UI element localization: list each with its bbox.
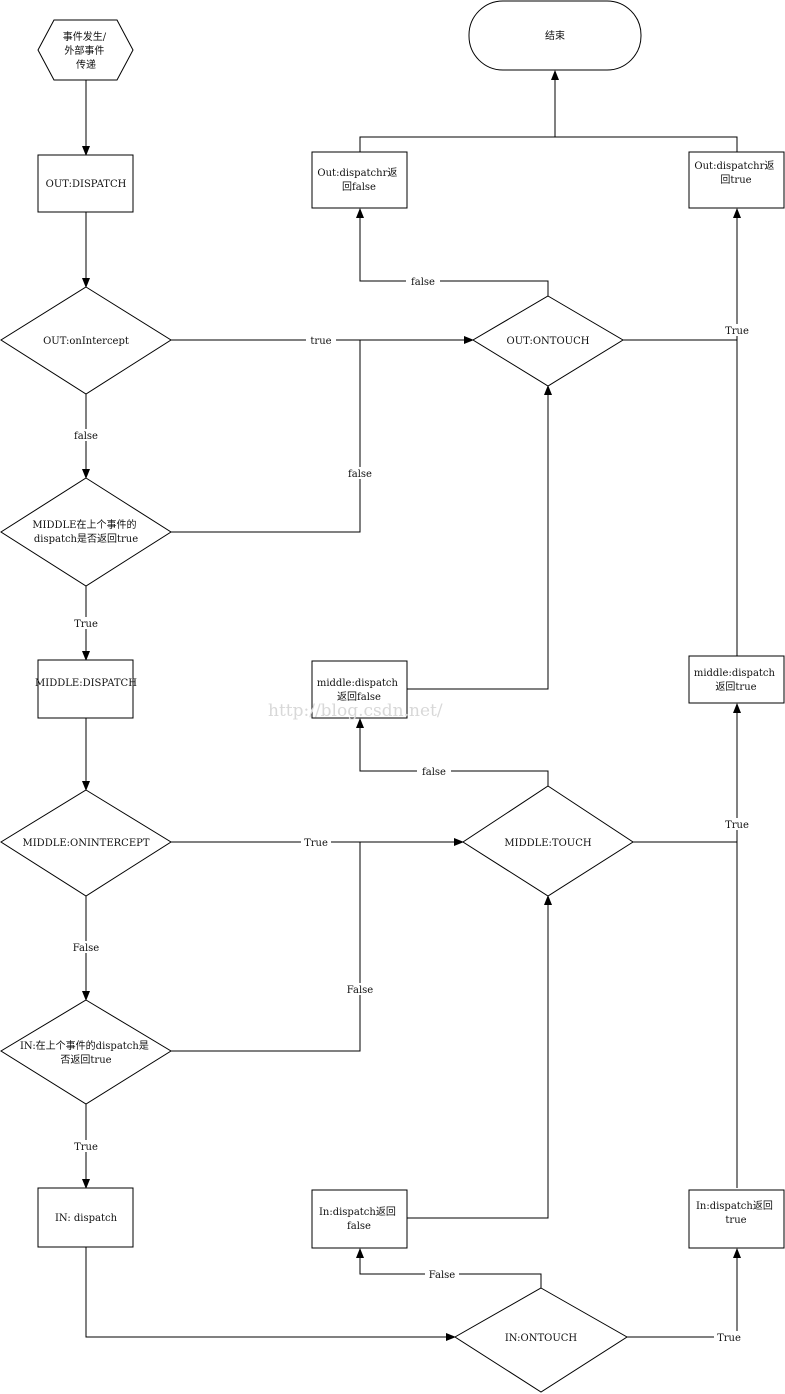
edge-label-oi-true: true xyxy=(306,334,336,347)
node-labels: 事件发生/ 外部事件 传递 结束 OUT:DISPATCH OUT:onInte… xyxy=(20,29,778,1344)
svg-text:False: False xyxy=(347,985,374,996)
edge-mid-false-to-out-touch xyxy=(407,385,552,690)
edge-label-mt-false: false xyxy=(417,765,451,778)
mid-true-box xyxy=(688,655,785,704)
svg-text:True: True xyxy=(725,820,749,831)
middle-touch-diamond xyxy=(462,785,634,897)
svg-text:False: False xyxy=(73,943,100,954)
end-terminator xyxy=(468,0,642,71)
edge-label-oi-false: false xyxy=(69,429,103,442)
in-prev-label: IN:在上个事件的dispatch是 否返回true xyxy=(20,1039,152,1066)
edge-in-false-to-middle-touch xyxy=(407,895,552,1219)
start-hexagon xyxy=(37,19,134,81)
edge-label-mp-false: false xyxy=(343,467,377,480)
in-touch-diamond xyxy=(454,1287,628,1393)
edge-label-mi-false: False xyxy=(69,941,103,954)
in-touch-label: IN:ONTOUCH xyxy=(505,1333,578,1344)
end-label: 结束 xyxy=(545,29,565,42)
edge-label-it-true: True xyxy=(714,1331,744,1344)
edge-label-ot-true: True xyxy=(722,324,752,337)
start-label: 事件发生/ 外部事件 传递 xyxy=(63,30,110,71)
out-intercept-label: OUT:onIntercept xyxy=(43,336,129,347)
edge-out-true-to-end xyxy=(555,136,738,152)
out-dispatch-label: OUT:DISPATCH xyxy=(46,179,127,190)
edge-label-ip-true: True xyxy=(71,1140,101,1153)
middle-dispatch-label: MIDDLE:DISPATCH xyxy=(35,678,137,689)
edge-in-touch-true xyxy=(627,1248,741,1338)
svg-text:false: false xyxy=(74,431,98,442)
edge-out-touch-true xyxy=(623,208,741,341)
mid-false-box xyxy=(311,660,408,719)
mid-true-label: middle:dispatch 返回true xyxy=(694,668,778,693)
edge-label-mt-true: True xyxy=(722,818,752,831)
out-dispatch-box xyxy=(37,154,134,213)
out-touch-diamond xyxy=(472,295,624,387)
edge-middle-touch-true xyxy=(633,703,741,843)
out-intercept-diamond xyxy=(0,286,172,395)
edge-middle-prev-false xyxy=(171,340,361,533)
svg-text:True: True xyxy=(725,326,749,337)
edge-in-dispatch-to-in-touch xyxy=(85,1247,456,1341)
svg-text:True: True xyxy=(74,1142,98,1153)
svg-text:true: true xyxy=(310,336,331,347)
in-dispatch-label: IN: dispatch xyxy=(55,1213,118,1224)
edge-middle-touch-false xyxy=(356,718,549,786)
middle-prev-label: MIDDLE在上个事件的 dispatch是否返回true xyxy=(32,518,139,545)
out-true-label: Out:dispatchr返 回true xyxy=(694,160,777,186)
edge-out-false-to-end xyxy=(359,136,555,152)
middle-intercept-label: MIDDLE:ONINTERCEPT xyxy=(22,838,149,849)
edge-label-it-false: False xyxy=(425,1268,459,1281)
out-false-label: Out:dispatchr返 回false xyxy=(317,167,400,193)
edge-label-ip-false: False xyxy=(343,983,377,996)
edge-label-ot-false: false xyxy=(406,275,440,288)
in-false-label: In:dispatch返回 false xyxy=(319,1206,399,1232)
svg-text:false: false xyxy=(411,277,435,288)
in-true-label: In:dispatch返回 true xyxy=(696,1200,776,1226)
middle-touch-label: MIDDLE:TOUCH xyxy=(504,838,591,849)
mid-false-label: middle:dispatch 返回false xyxy=(317,678,401,703)
in-prev-diamond xyxy=(0,999,172,1105)
edge-in-prev-false xyxy=(171,842,361,1052)
out-touch-label: OUT:ONTOUCH xyxy=(507,336,590,347)
edge-labels: true false false True false True True Fa… xyxy=(69,275,752,1344)
watermark: http://blog.csdn.net/ xyxy=(268,701,443,721)
middle-prev-diamond xyxy=(0,477,172,587)
middle-intercept-diamond xyxy=(0,789,172,897)
in-dispatch-box xyxy=(37,1187,134,1248)
edge-label-mi-true: True xyxy=(301,836,331,849)
svg-text:True: True xyxy=(717,1333,741,1344)
in-false-box xyxy=(311,1189,408,1249)
svg-text:True: True xyxy=(74,619,98,630)
svg-text:false: false xyxy=(348,469,372,480)
svg-text:True: True xyxy=(304,838,328,849)
middle-dispatch-box xyxy=(37,659,134,719)
svg-text:False: False xyxy=(429,1270,456,1281)
svg-text:false: false xyxy=(422,767,446,778)
out-true-box xyxy=(688,151,785,209)
edge-label-mp-true: True xyxy=(71,617,101,630)
out-false-box xyxy=(311,151,408,209)
in-true-box xyxy=(688,1189,785,1249)
edge-out-touch-false xyxy=(356,208,549,296)
